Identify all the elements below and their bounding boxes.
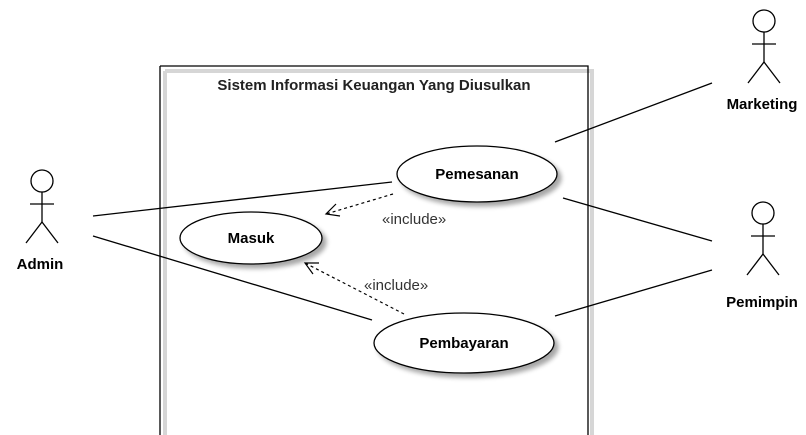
use-case-label-masuk: Masuk <box>228 230 275 247</box>
include-label-2: «include» <box>364 277 428 294</box>
actor-label-pemimpin: Pemimpin <box>726 294 798 311</box>
assoc-admin-pemesanan <box>92 181 393 217</box>
actor-pemimpin[interactable]: Pemimpin <box>726 201 798 311</box>
assoc-marketing-pemesanan <box>554 82 713 143</box>
use-case-label-pemesanan: Pemesanan <box>435 166 518 183</box>
use-case-pembayaran[interactable]: Pembayaran <box>373 312 555 374</box>
actor-admin[interactable]: Admin <box>17 169 64 273</box>
assoc-pemimpin-pemesanan <box>562 197 713 242</box>
include-relation-2: «include» <box>303 262 428 315</box>
use-case-masuk[interactable]: Masuk <box>179 211 323 265</box>
actor-marketing[interactable]: Marketing <box>727 9 798 113</box>
system-boundary: Sistem Informasi Keuangan Yang Diusulkan <box>159 65 594 435</box>
stick-figure-icon <box>747 9 781 84</box>
actor-label-marketing: Marketing <box>727 96 798 113</box>
system-title: Sistem Informasi Keuangan Yang Diusulkan <box>217 77 530 94</box>
use-case-pemesanan[interactable]: Pemesanan <box>396 145 558 203</box>
stick-figure-icon <box>746 201 780 276</box>
stick-figure-icon <box>25 169 59 244</box>
use-case-label-pembayaran: Pembayaran <box>419 335 508 352</box>
include-label-1: «include» <box>382 211 446 228</box>
associations <box>92 82 713 321</box>
actor-label-admin: Admin <box>17 256 64 273</box>
assoc-admin-pembayaran <box>92 235 373 321</box>
assoc-pemimpin-pembayaran <box>554 269 713 317</box>
include-relation-1: «include» <box>324 193 446 228</box>
